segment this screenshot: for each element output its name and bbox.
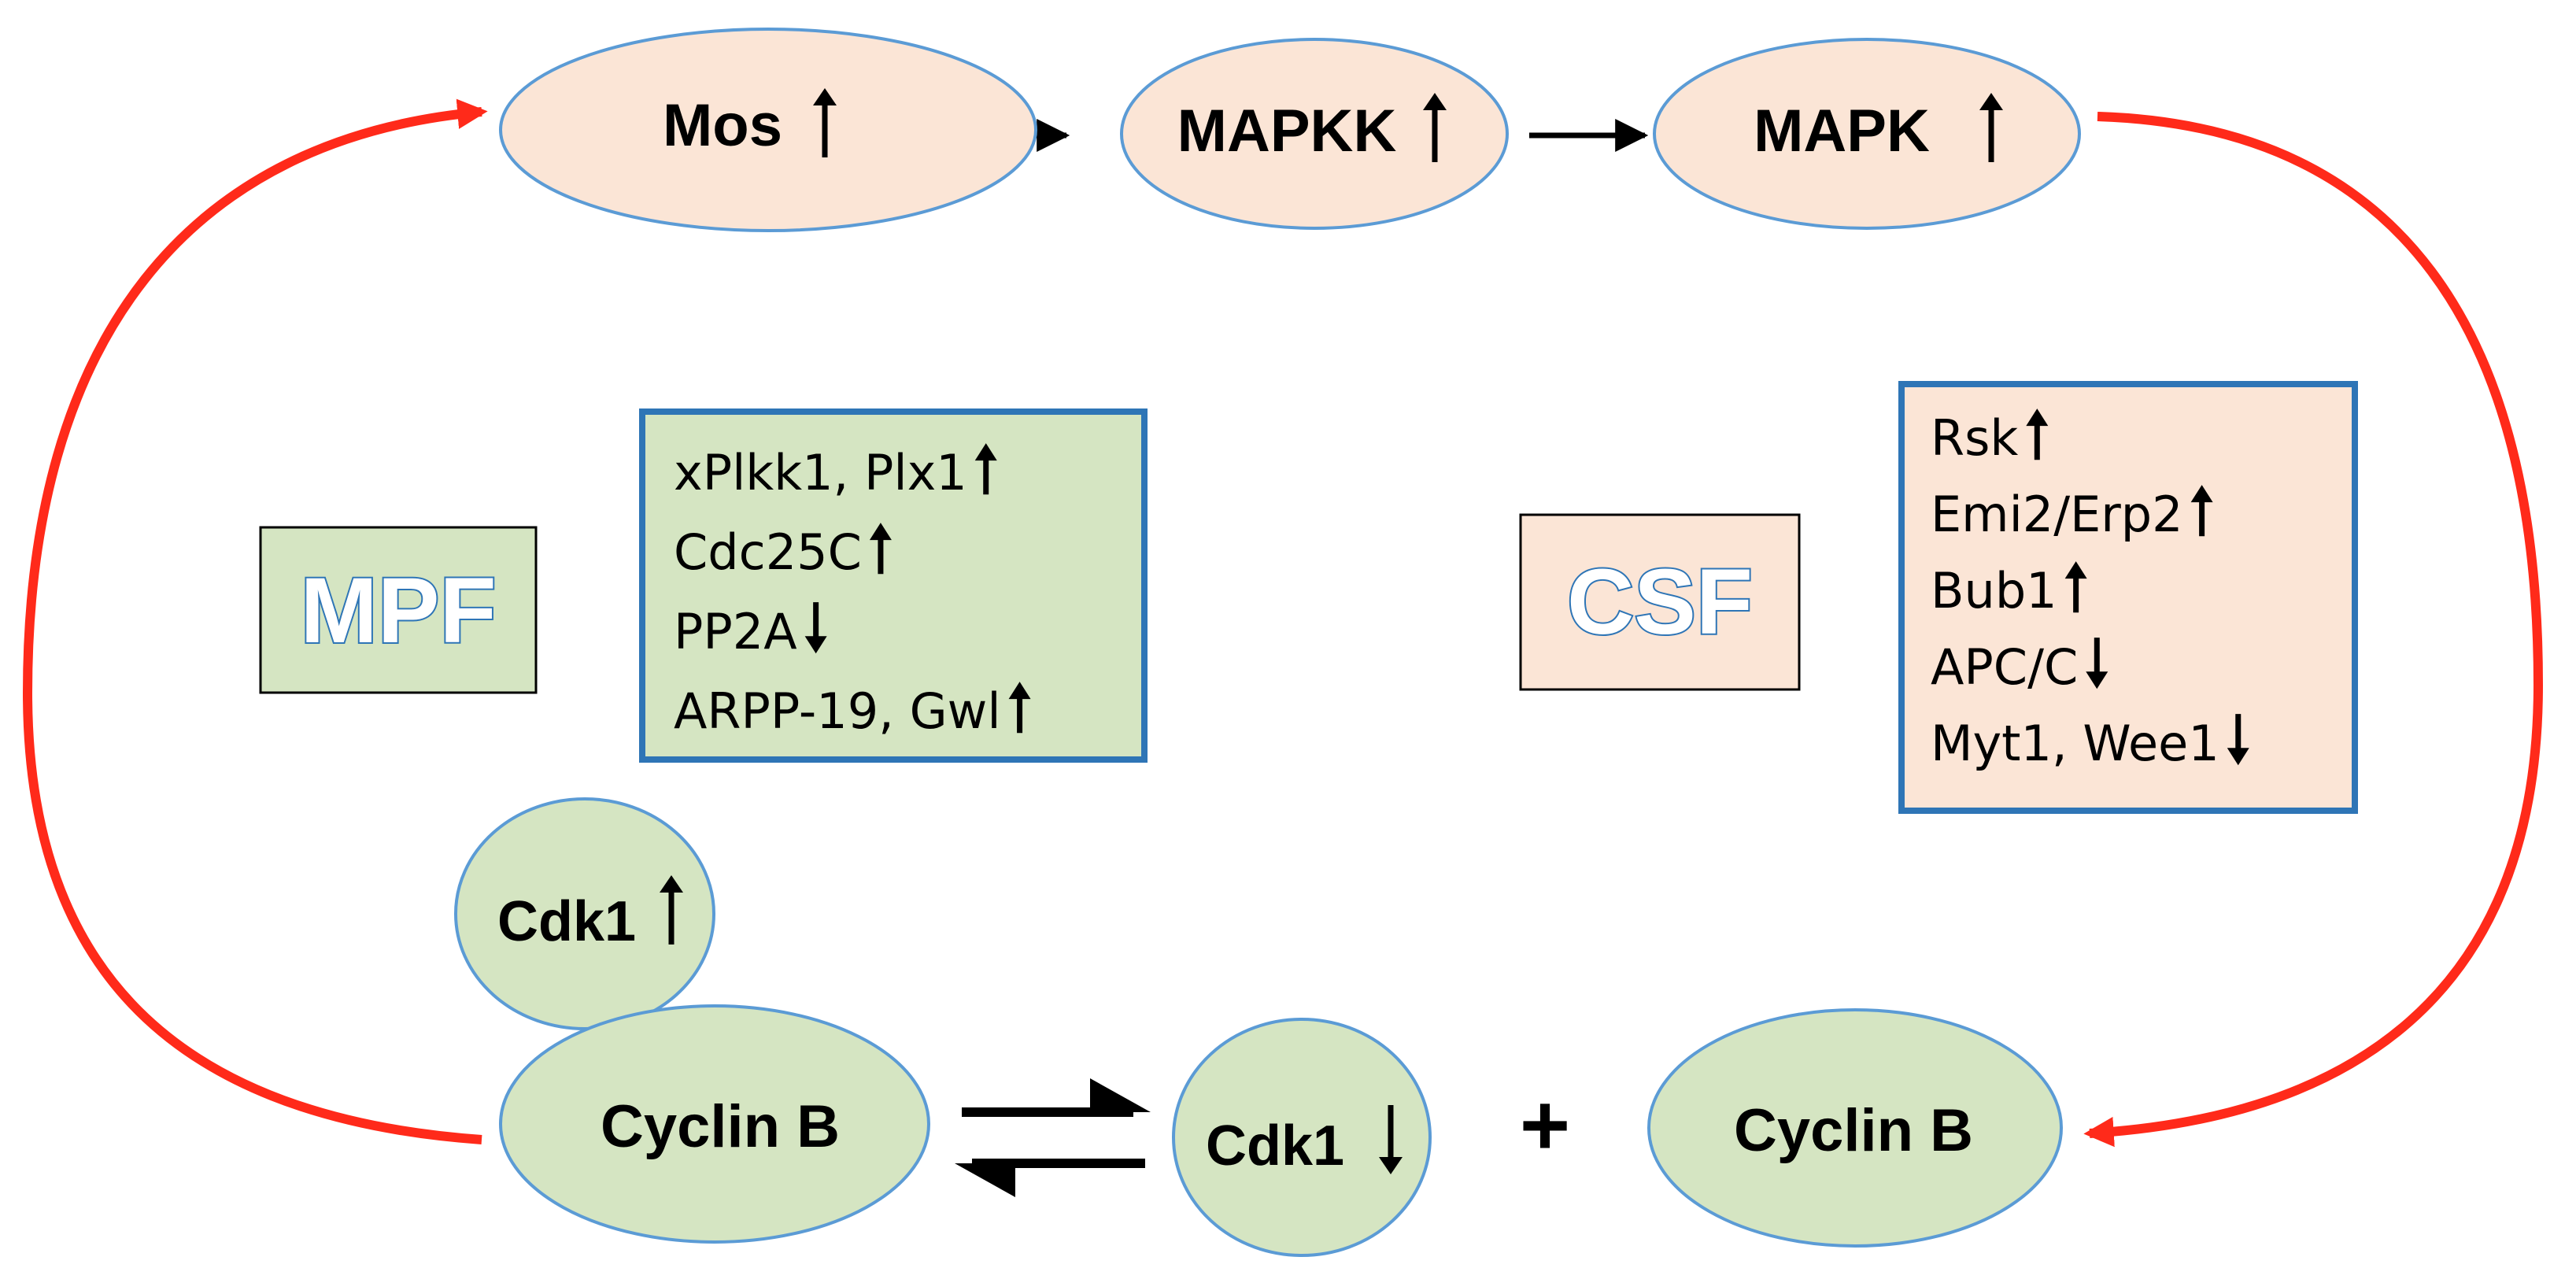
up-arrow-icon	[1423, 93, 1447, 162]
mpf-regulator-row: ARPP-19, Gwl	[674, 682, 1031, 740]
node-mos-label: Mos	[663, 92, 782, 159]
up-arrow-icon	[974, 443, 997, 495]
mpf-regulator-label: Cdc25C	[674, 523, 862, 581]
mpf-regulator-row: PP2A	[674, 602, 827, 660]
node-cyclin-b-bound: Cyclin B	[499, 1004, 930, 1244]
csf-regulator-row: APC/C	[1931, 638, 2108, 696]
mpf-regulator-label: ARPP-19, Gwl	[674, 682, 1001, 740]
node-mapkk: MAPKK	[1120, 38, 1509, 230]
csf-regulator-row: Rsk	[1931, 408, 2049, 467]
csf-label-box: CSF	[1519, 513, 1801, 691]
csf-regulator-row: Myt1, Wee1	[1931, 714, 2249, 772]
plus-sign: +	[1520, 1077, 1570, 1174]
csf-regulator-row: Bub1	[1931, 561, 2087, 619]
node-mos: Mos	[499, 28, 1037, 232]
up-arrow-icon	[2026, 408, 2049, 460]
node-cdk1-free-label: Cdk1	[1206, 1115, 1344, 1177]
csf-regulator-row: Emi2/Erp2	[1931, 485, 2213, 543]
node-cdk1-free: Cdk1	[1172, 1018, 1432, 1257]
node-mapk: MAPK	[1653, 38, 2081, 230]
mpf-regulator-label: PP2A	[674, 603, 797, 660]
node-cyclin-b-bound-label: Cyclin B	[601, 1093, 840, 1160]
up-arrow-icon	[2190, 485, 2213, 537]
mpf-regulator-row: Cdc25C	[674, 523, 892, 581]
csf-regulator-label: Rsk	[1931, 409, 2018, 467]
node-mapk-label: MAPK	[1754, 98, 1930, 165]
up-arrow-icon	[1008, 682, 1031, 734]
csf-regulator-label: APC/C	[1931, 638, 2078, 696]
mpf-label-box: MPF	[259, 526, 538, 694]
up-arrow-icon	[1979, 93, 2003, 162]
node-cdk1-active: Cdk1	[454, 797, 715, 1030]
csf-regulator-label: Myt1, Wee1	[1931, 715, 2219, 772]
feedback-arrow-cyclin-b-to-mos	[22, 98, 488, 1144]
csf-label: CSF	[1567, 550, 1753, 654]
node-cdk1-active-label: Cdk1	[497, 890, 636, 953]
csf-regulator-label: Bub1	[1931, 562, 2057, 619]
up-arrow-icon	[813, 88, 837, 157]
down-arrow-icon	[1379, 1105, 1403, 1174]
up-arrow-icon	[660, 875, 683, 945]
up-arrow-icon	[2064, 561, 2087, 613]
mpf-regulator-label: xPlkk1, Plx1	[674, 444, 967, 501]
mpf-regulator-row: xPlkk1, Plx1	[674, 443, 997, 501]
feedback-arrow-mapk-to-cyclin-b	[2083, 112, 2544, 1148]
down-arrow-icon	[804, 602, 827, 654]
node-cyclin-b-free-label: Cyclin B	[1734, 1097, 1973, 1164]
up-arrow-icon	[869, 523, 892, 575]
mpf-label: MPF	[300, 559, 496, 663]
down-arrow-icon	[2227, 714, 2249, 766]
equilibrium-arrows	[955, 1078, 1151, 1197]
down-arrow-icon	[2086, 638, 2108, 689]
node-mapkk-label: MAPKK	[1177, 98, 1397, 165]
node-cyclin-b-free: Cyclin B	[1647, 1008, 2063, 1248]
csf-regulator-label: Emi2/Erp2	[1931, 486, 2183, 543]
